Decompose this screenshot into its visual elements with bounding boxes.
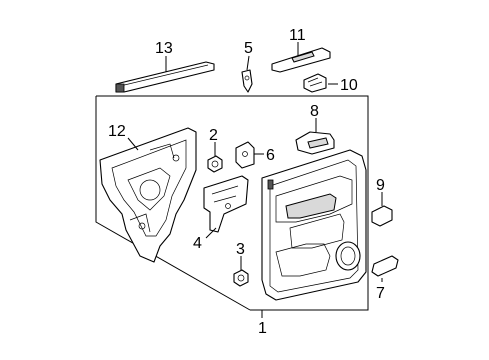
part-7-handle-cover — [371, 255, 399, 282]
callout-9: 9 — [376, 177, 385, 194]
callout-7: 7 — [376, 285, 385, 302]
callout-6: 6 — [266, 147, 275, 164]
part-13-molding — [115, 56, 215, 93]
part-12-inner-panel — [99, 127, 197, 263]
part-8-switch-bezel — [295, 118, 335, 155]
callout-1: 1 — [258, 320, 267, 337]
callout-3: 3 — [236, 241, 245, 258]
assembly-outline — [95, 95, 369, 311]
callout-2: 2 — [209, 127, 218, 144]
callout-4: 4 — [193, 235, 202, 252]
callout-12: 12 — [108, 123, 126, 140]
part-9-cap — [371, 192, 393, 227]
part-10-switch — [303, 73, 338, 93]
door-trim-panel — [261, 149, 367, 301]
part-6-bracket — [235, 141, 264, 169]
part-3-fastener — [233, 256, 249, 287]
part-2-fastener — [207, 142, 223, 173]
part-4-mounting-bracket — [203, 175, 249, 239]
callout-5: 5 — [244, 40, 253, 57]
callout-13: 13 — [155, 40, 173, 57]
part-11-switch-bezel — [271, 42, 331, 73]
callout-8: 8 — [310, 103, 319, 120]
callout-10: 10 — [340, 77, 358, 94]
callout-11: 11 — [289, 27, 306, 44]
part-5-clip — [241, 55, 253, 93]
